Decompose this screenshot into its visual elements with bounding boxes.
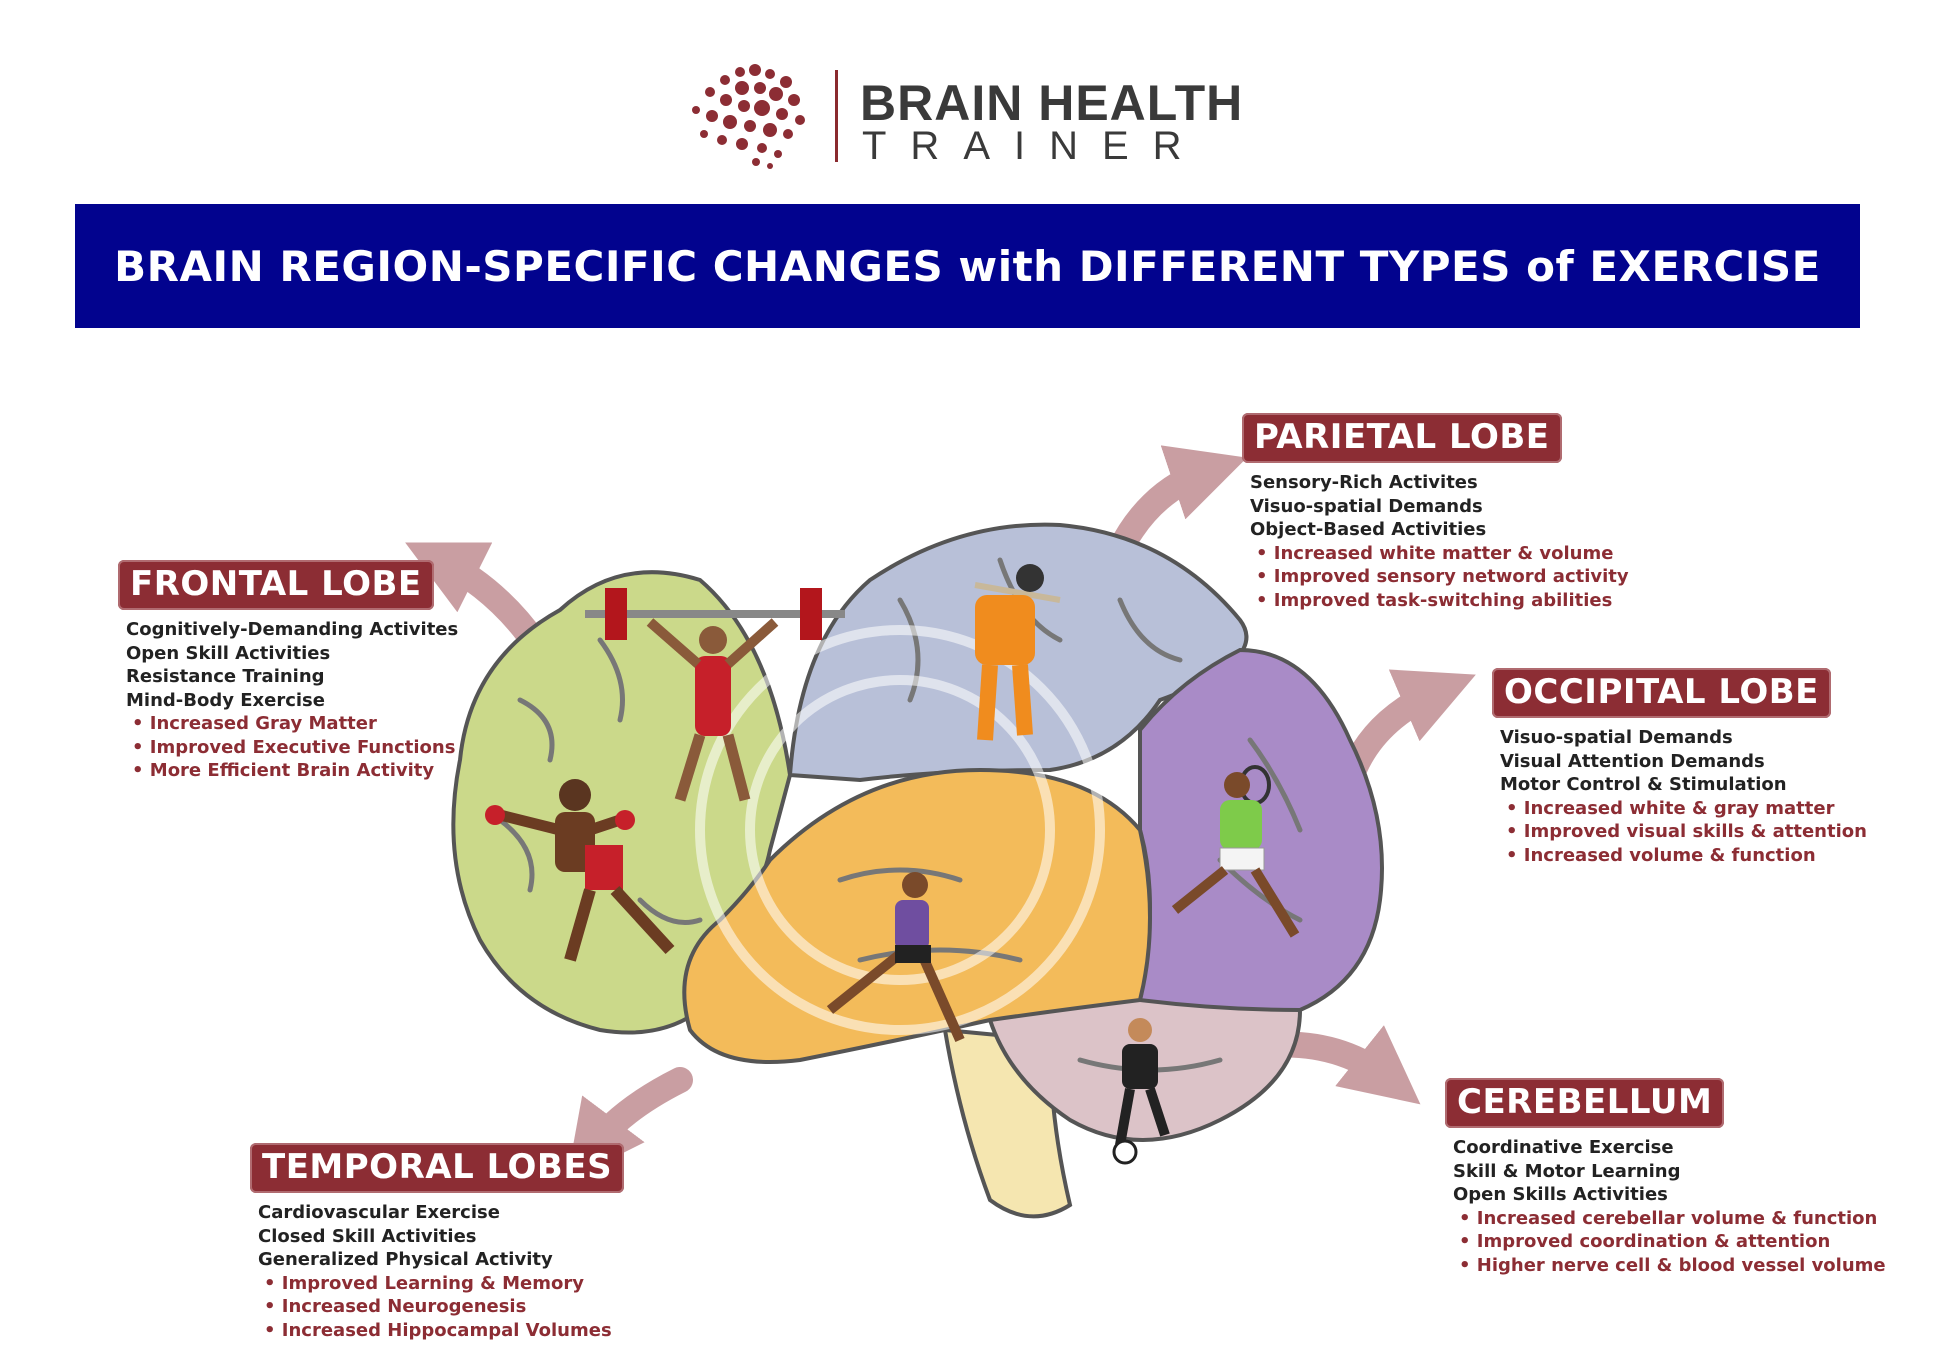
occipital-benefit: Improved visual skills & attention [1500,820,1867,844]
parietal-activity: Sensory-Rich Activites [1250,472,1478,493]
arrow-temporal [566,1067,693,1182]
logo: BRAIN HEALTH TRAINER [0,0,1934,190]
temporal-lobes-panel: TEMPORAL LOBES Cardiovascular Exercise C… [250,1143,625,1343]
occipital-lobe-title: OCCIPITAL LOBE [1492,668,1831,718]
frontal-activity: Open Skill Activities [126,642,331,664]
parietal-benefit: Improved task-switching abilities [1250,589,1629,613]
parietal-activity: Visuo-spatial Demands [1250,495,1483,517]
cerebellum-benefit: Increased cerebellar volume & function [1453,1207,1886,1231]
temporal-activity: Generalized Physical Activity [258,1249,553,1270]
temporal-benefit: Increased Neurogenesis [258,1295,624,1319]
soccer-player-icon [1112,1018,1170,1165]
tennis-player-icon [1171,765,1300,938]
baseball-player-icon [974,564,1061,741]
brain-dots-icon [692,64,805,169]
parietal-benefit: Increased white matter & volume [1250,542,1629,566]
frontal-activity: Mind-Body Exercise [126,689,325,711]
sulci [497,557,1303,1073]
weightlifter-icon [585,588,845,802]
logo-line1: BRAIN HEALTH [860,75,1244,131]
parietal-benefit: Improved sensory netword activity [1250,565,1629,589]
cerebellum-benefit: Higher nerve cell & blood vessel volume [1453,1254,1886,1278]
runner-icon [826,872,965,1043]
frontal-lobe-title: FRONTAL LOBE [118,560,434,610]
parietal-lobe-panel: PARIETAL LOBE Sensory-Rich Activites Vis… [1242,413,1629,612]
occipital-activity: Motor Control & Stimulation [1500,774,1787,795]
occipital-benefit: Increased white & gray matter [1500,797,1867,821]
frontal-activity: Cognitively-Demanding Activites [126,619,459,640]
parietal-activity: Object-Based Activities [1250,519,1487,540]
frontal-benefit: More Efficient Brain Activity [126,759,458,783]
cerebellum-activity: Skill & Motor Learning [1453,1160,1681,1182]
highlight-rings [695,625,1105,1035]
title-banner: BRAIN REGION-SPECIFIC CHANGES with DIFFE… [75,204,1860,328]
banner-title: BRAIN REGION-SPECIFIC CHANGES with DIFFE… [114,241,1821,291]
cerebellum-benefit: Improved coordination & attention [1453,1230,1886,1254]
cerebellum-title: CEREBELLUM [1445,1078,1725,1128]
boxer-icon [485,779,675,962]
temporal-activity: Cardiovascular Exercise [258,1202,500,1223]
cerebellum-activity: Coordinative Exercise [1453,1137,1674,1158]
temporal-benefit: Increased Hippocampal Volumes [258,1319,624,1343]
occipital-lobe-panel: OCCIPITAL LOBE Visuo-spatial Demands Vis… [1492,668,1867,867]
temporal-benefit: Improved Learning & Memory [258,1272,624,1296]
occipital-benefit: Increased volume & function [1500,844,1867,868]
cerebellum-panel: CEREBELLUM Coordinative Exercise Skill &… [1445,1078,1886,1277]
logo-divider [835,70,838,162]
frontal-activity: Resistance Training [126,666,325,687]
frontal-benefit: Increased Gray Matter [126,712,458,736]
cerebellum-activity: Open Skills Activities [1453,1184,1668,1205]
frontal-benefit: Improved Executive Functions [126,736,458,760]
temporal-lobes-title: TEMPORAL LOBES [250,1143,625,1193]
occipital-activity: Visuo-spatial Demands [1500,727,1733,748]
parietal-lobe-title: PARIETAL LOBE [1242,413,1562,463]
logo-line2: TRAINER [862,124,1206,168]
temporal-activity: Closed Skill Activities [258,1225,477,1247]
occipital-activity: Visual Attention Demands [1500,750,1765,772]
arrow-parietal [1107,445,1247,563]
frontal-lobe-panel: FRONTAL LOBE Cognitively-Demanding Activ… [118,560,458,783]
